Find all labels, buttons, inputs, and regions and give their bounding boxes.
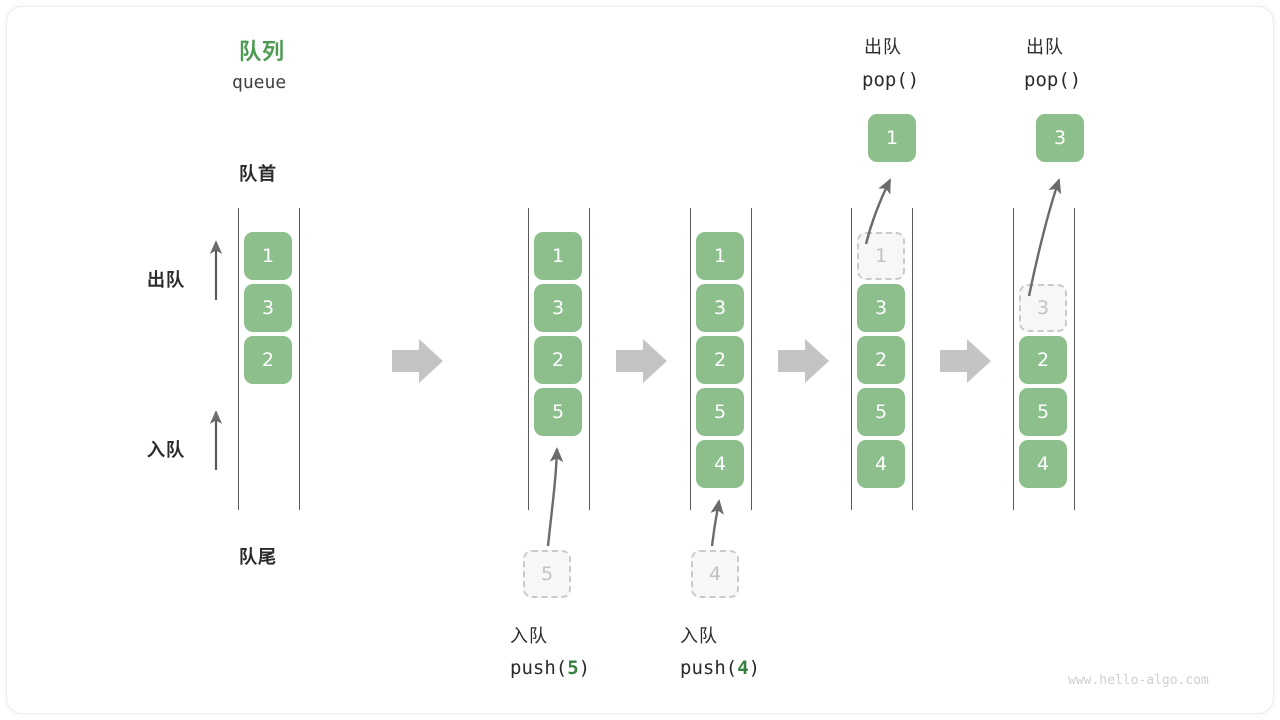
watermark: www.hello-algo.com bbox=[1068, 673, 1209, 688]
queue-head-label: 队首 bbox=[239, 164, 277, 185]
stage-caption-cn: 入队 bbox=[510, 626, 548, 647]
pop-caption-code: pop() bbox=[862, 69, 920, 91]
queue-cell: 2 bbox=[244, 336, 292, 384]
figure-card bbox=[6, 6, 1274, 714]
queue-rail-right bbox=[589, 208, 590, 510]
pop-caption-cn: 出队 bbox=[864, 37, 902, 58]
code-argument: 5 bbox=[567, 657, 579, 679]
queue-cell: 5 bbox=[857, 388, 905, 436]
dequeue-direction-label: 出队 bbox=[147, 270, 185, 291]
queue-cell: 3 bbox=[244, 284, 292, 332]
queue-rail-right bbox=[912, 208, 913, 510]
queue-cell: 2 bbox=[857, 336, 905, 384]
queue-cell: 4 bbox=[857, 440, 905, 488]
queue-rail-left bbox=[690, 208, 691, 510]
queue-cell: 2 bbox=[1019, 336, 1067, 384]
queue-rail-right bbox=[299, 208, 300, 510]
enqueue-direction-label: 入队 bbox=[147, 440, 185, 461]
queue-cell: 4 bbox=[1019, 440, 1067, 488]
queue-cell: 3 bbox=[696, 284, 744, 332]
stage-caption-cn: 入队 bbox=[680, 626, 718, 647]
queue-cell: 2 bbox=[534, 336, 582, 384]
vacated-ghost-cell: 3 bbox=[1019, 284, 1067, 332]
queue-cell: 5 bbox=[696, 388, 744, 436]
queue-cell: 1 bbox=[534, 232, 582, 280]
queue-rail-left bbox=[238, 208, 239, 510]
vacated-ghost-cell: 1 bbox=[857, 232, 905, 280]
popped-cell: 1 bbox=[868, 114, 916, 162]
pop-caption-code: pop() bbox=[1024, 69, 1082, 91]
queue-cell-new: 4 bbox=[696, 440, 744, 488]
queue-tail-label: 队尾 bbox=[239, 547, 277, 568]
popped-cell: 3 bbox=[1036, 114, 1084, 162]
queue-cell: 2 bbox=[696, 336, 744, 384]
stage-caption-code: push(4) bbox=[680, 657, 761, 679]
figure-title-en: queue bbox=[232, 72, 287, 93]
queue-cell: 3 bbox=[534, 284, 582, 332]
figure-title-cn: 队列 bbox=[239, 40, 286, 65]
queue-cell: 1 bbox=[696, 232, 744, 280]
queue-cell-new: 5 bbox=[534, 388, 582, 436]
queue-rail-left bbox=[528, 208, 529, 510]
queue-cell: 3 bbox=[857, 284, 905, 332]
code-argument: 4 bbox=[737, 657, 749, 679]
queue-cell: 5 bbox=[1019, 388, 1067, 436]
pop-caption-cn: 出队 bbox=[1026, 37, 1064, 58]
queue-rail-left bbox=[1013, 208, 1014, 510]
queue-cell: 1 bbox=[244, 232, 292, 280]
incoming-ghost-cell: 5 bbox=[523, 550, 571, 598]
queue-rail-right bbox=[751, 208, 752, 510]
stage-caption-code: push(5) bbox=[510, 657, 591, 679]
queue-rail-left bbox=[851, 208, 852, 510]
queue-rail-right bbox=[1074, 208, 1075, 510]
incoming-ghost-cell: 4 bbox=[691, 550, 739, 598]
